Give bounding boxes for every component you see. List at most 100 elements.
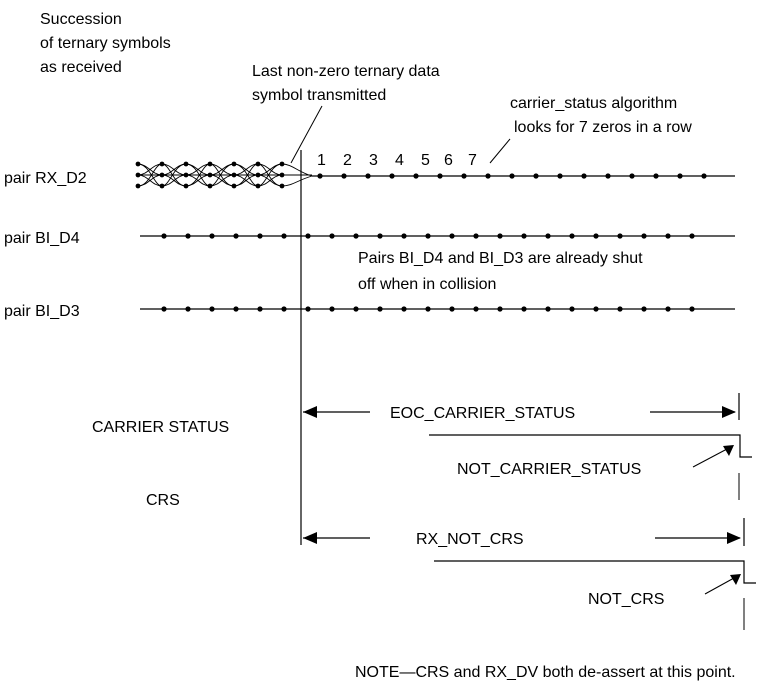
footnote: NOTE—CRS and RX_DV both de-assert at thi…	[355, 664, 736, 681]
rx-not-crs-span	[303, 532, 741, 544]
rx-d2-zero-symbols	[317, 173, 707, 179]
rx-d2-zero-dot	[437, 173, 443, 179]
rx-not-crs-arrow-right	[727, 532, 741, 544]
rx-d2-zero-dot	[413, 173, 419, 179]
algorithm-pointer	[489, 138, 511, 164]
zero-count-3: 3	[369, 152, 378, 169]
bi-d4-dot	[401, 233, 407, 239]
bi-d3-dot	[569, 306, 575, 312]
ternary-symbol-dot	[231, 161, 237, 167]
last-symbol-pointer	[290, 105, 323, 164]
bi-d3-dot	[641, 306, 647, 312]
rx-d2-zero-dot	[365, 173, 371, 179]
bi-d4-dot	[305, 233, 311, 239]
ternary-symbol-dot	[231, 172, 237, 178]
ternary-symbol-dot	[135, 172, 141, 178]
zero-count-2: 2	[343, 152, 352, 169]
bi-d4-symbols	[161, 233, 695, 239]
bi-d4-dot	[665, 233, 671, 239]
bi-d4-dot	[233, 233, 239, 239]
algorithm-line-1: carrier_status algorithm	[510, 95, 677, 112]
bi-d3-dot	[473, 306, 479, 312]
rx-d2-zero-dot	[557, 173, 563, 179]
zero-count-4: 4	[395, 152, 404, 169]
eoc-carrier-status-span	[303, 406, 736, 418]
bi-d3-dot	[161, 306, 167, 312]
bi-d4-dot	[641, 233, 647, 239]
bi-d3-dot	[449, 306, 455, 312]
pair-bi-d4-label: pair BI_D4	[4, 230, 80, 247]
ternary-symbol-dot	[135, 161, 141, 167]
ternary-symbol-dot	[207, 172, 213, 178]
succession-line-1: Succession	[40, 11, 122, 28]
shutoff-line-2: off when in collision	[358, 276, 496, 293]
bi-d4-dot	[449, 233, 455, 239]
pair-rx-d2-label: pair RX_D2	[4, 170, 87, 187]
bi-d4-dot	[281, 233, 287, 239]
ternary-symbol-dot	[255, 183, 261, 189]
bi-d3-dot	[665, 306, 671, 312]
not-crs-pointer	[704, 577, 735, 595]
zero-count-1: 1	[317, 152, 326, 169]
bi-d4-dot	[617, 233, 623, 239]
bi-d3-dot	[425, 306, 431, 312]
rx-d2-zero-dot	[341, 173, 347, 179]
bi-d3-dot	[209, 306, 215, 312]
ternary-symbol-dot	[159, 172, 165, 178]
ternary-symbol-dot	[183, 161, 189, 167]
bi-d4-dot	[209, 233, 215, 239]
bi-d3-dot	[185, 306, 191, 312]
rx-d2-zero-dot	[461, 173, 467, 179]
eoc-carrier-status-label: EOC_CARRIER_STATUS	[390, 405, 575, 422]
crs-label: CRS	[146, 492, 180, 509]
last-symbol-line-2: symbol transmitted	[252, 87, 386, 104]
bi-d3-dot	[377, 306, 383, 312]
not-crs-label: NOT_CRS	[588, 591, 664, 608]
rx-d2-zero-dot	[677, 173, 683, 179]
ternary-symbol-dot	[183, 172, 189, 178]
carrier-status-label: CARRIER STATUS	[92, 419, 229, 436]
last-symbol-line-1: Last non-zero ternary data	[252, 63, 440, 80]
ternary-symbol-dot	[159, 183, 165, 189]
bi-d4-dot	[521, 233, 527, 239]
zero-count: 1 2 3 4 5 6 7	[317, 152, 477, 169]
bi-d3-dot	[353, 306, 359, 312]
bi-d4-dot	[353, 233, 359, 239]
not-crs-arrowhead	[730, 574, 741, 585]
eoc-arrow-right	[722, 406, 736, 418]
ternary-symbol-dot	[255, 172, 261, 178]
bi-d4-dot	[377, 233, 383, 239]
bi-d3-dot	[617, 306, 623, 312]
bi-d3-dot	[545, 306, 551, 312]
ternary-symbol-dot	[207, 183, 213, 189]
rx-d2-zero-dot	[581, 173, 587, 179]
rx-d2-zero-dot	[509, 173, 515, 179]
bi-d4-dot	[497, 233, 503, 239]
carrier-status-waveform	[429, 434, 752, 458]
bi-d3-dot	[257, 306, 263, 312]
shutoff-line-1: Pairs BI_D4 and BI_D3 are already shut	[358, 250, 643, 267]
ternary-symbol-dot	[231, 183, 237, 189]
bi-d4-dot	[689, 233, 695, 239]
ternary-symbol-dot	[279, 161, 285, 167]
rx-d2-zero-dot	[317, 173, 323, 179]
bi-d3-dot	[689, 306, 695, 312]
bi-d4-dot	[593, 233, 599, 239]
rx-d2-zero-dot	[533, 173, 539, 179]
ternary-symbol-dot	[255, 161, 261, 167]
rx-d2-zero-dot	[653, 173, 659, 179]
ternary-symbol-dots	[135, 161, 285, 189]
bi-d4-dot	[425, 233, 431, 239]
bi-d4-dot	[545, 233, 551, 239]
rx-d2-zero-dot	[485, 173, 491, 179]
bi-d3-dot	[305, 306, 311, 312]
pair-bi-d3-label: pair BI_D3	[4, 303, 80, 320]
bi-d3-dot	[401, 306, 407, 312]
bi-d4-dot	[257, 233, 263, 239]
bi-d3-dot	[521, 306, 527, 312]
bi-d4-dot	[161, 233, 167, 239]
not-carrier-status-pointer	[692, 448, 728, 468]
bi-d4-dot	[185, 233, 191, 239]
